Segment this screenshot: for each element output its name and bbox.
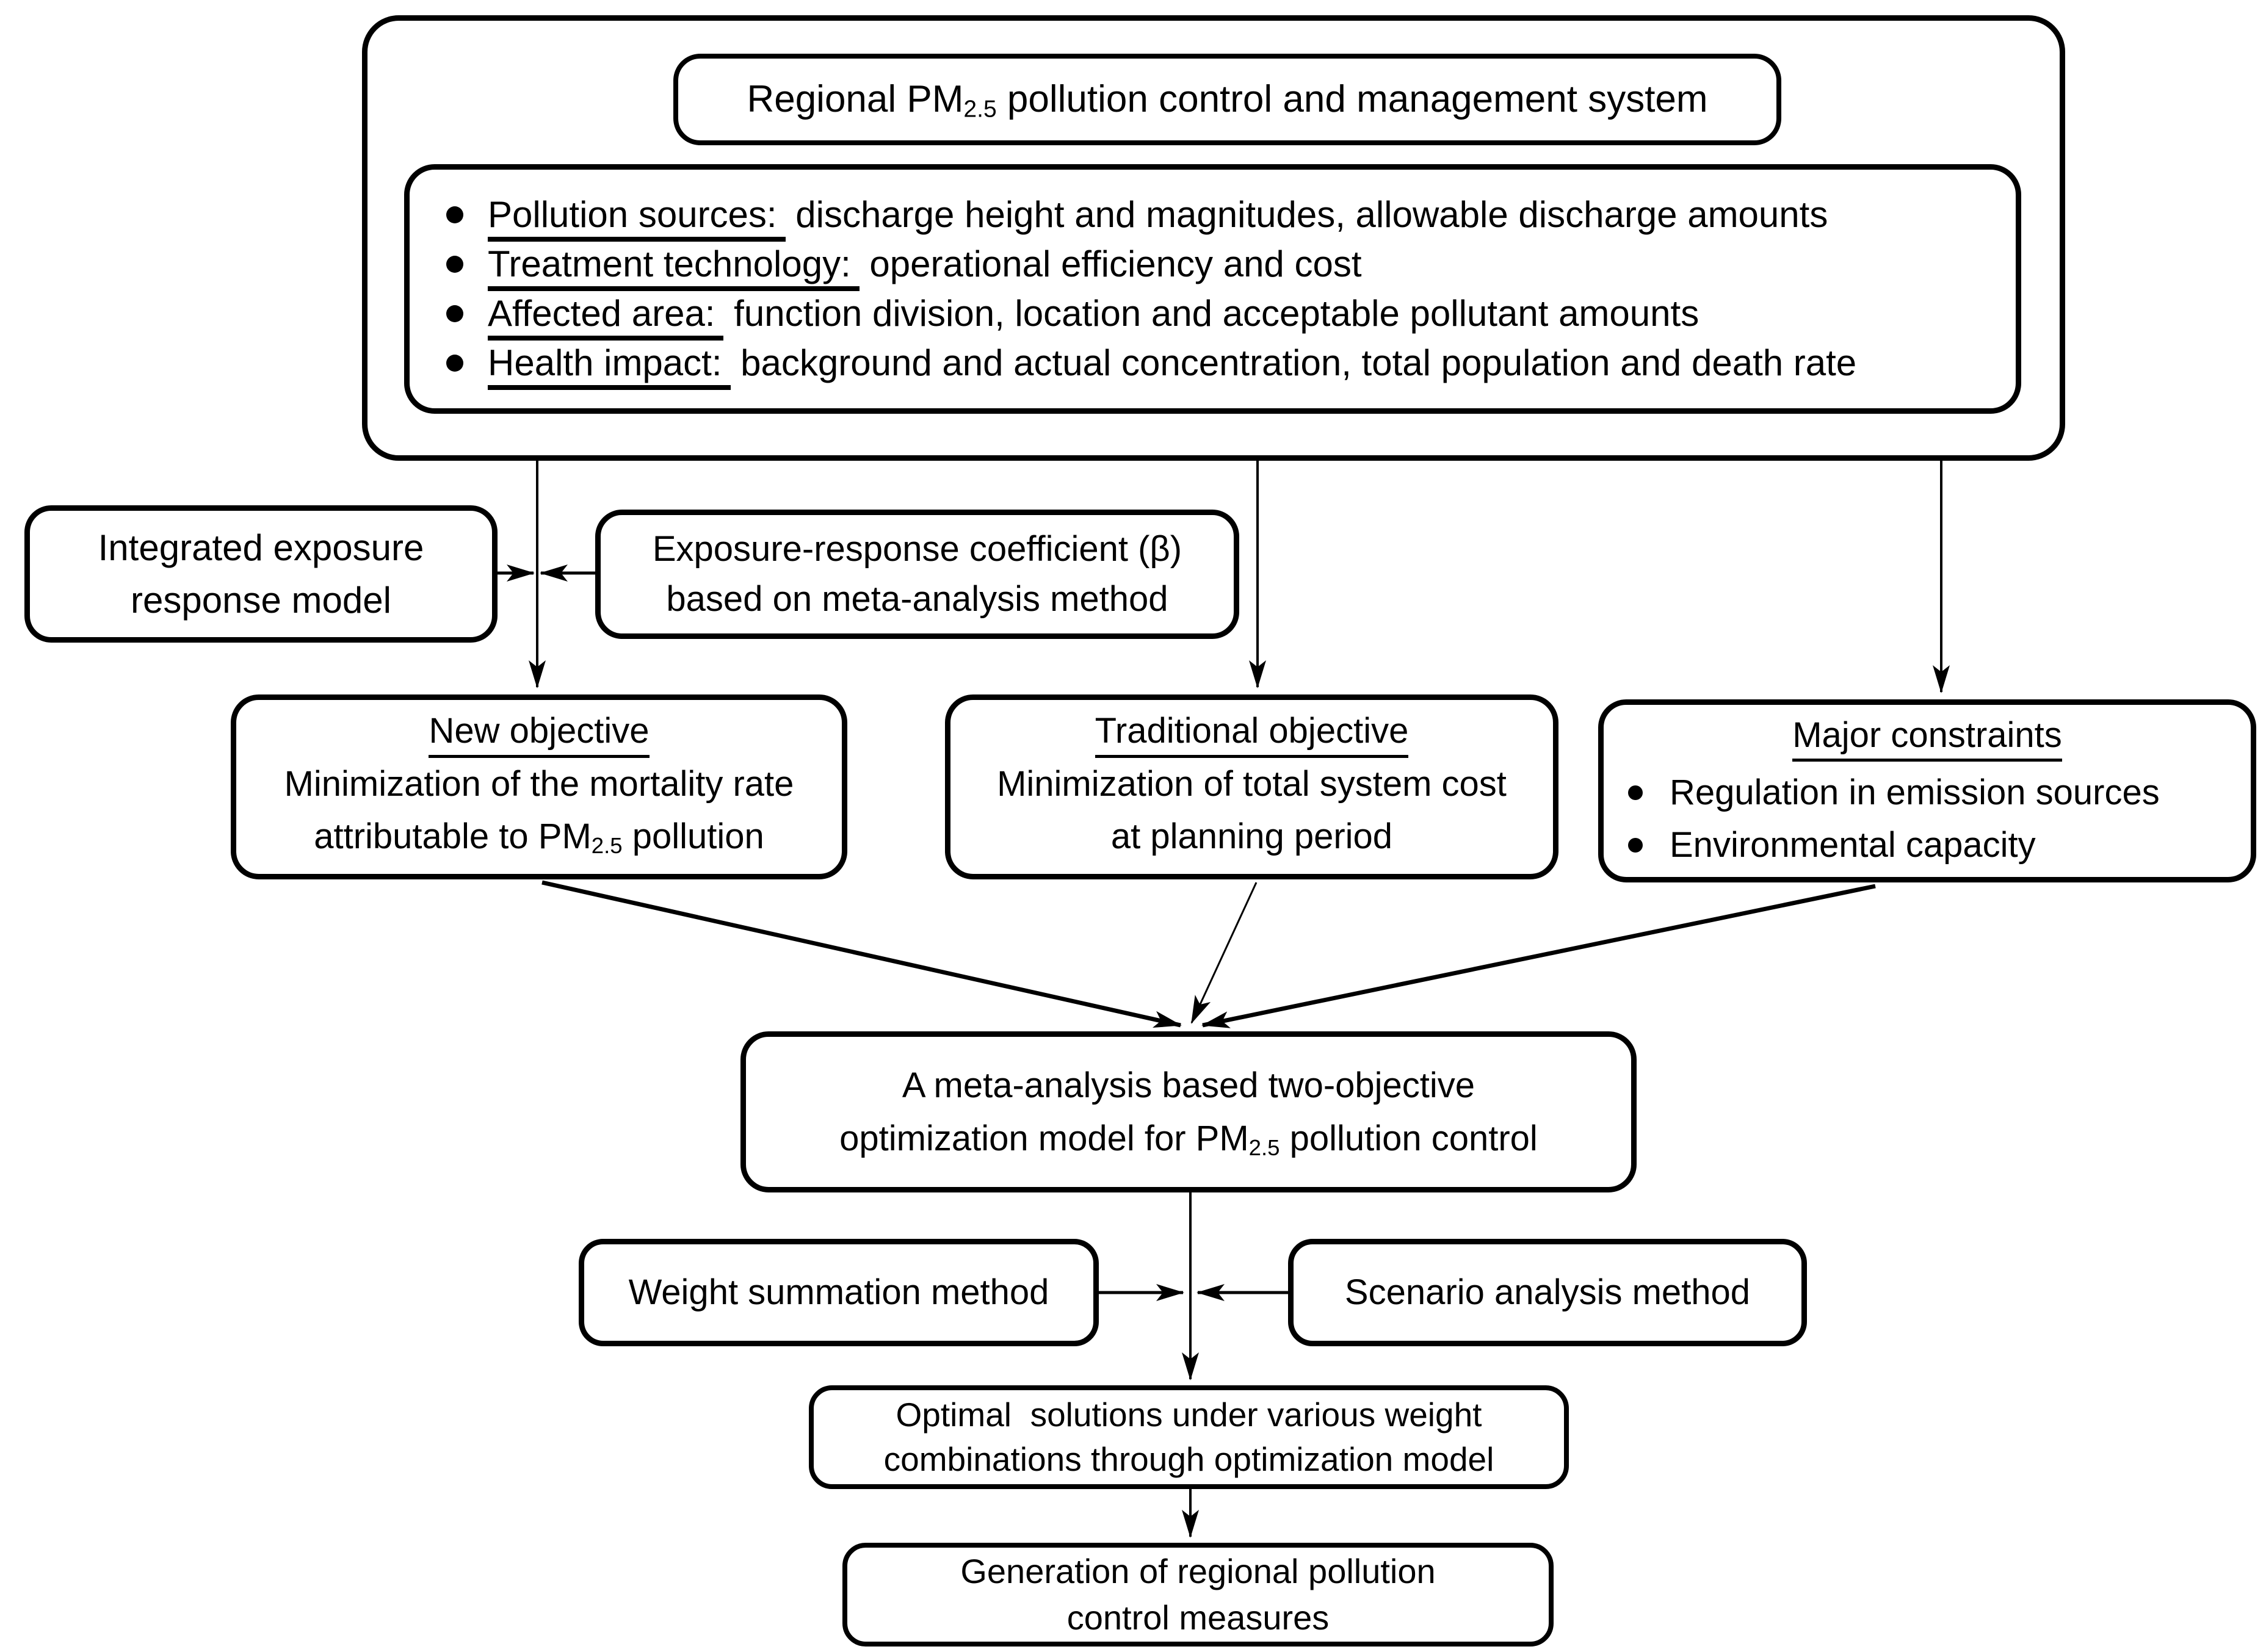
bullet-icon (446, 305, 463, 322)
system-title-pre: Regional PM (747, 78, 964, 120)
integrated-exposure-model-box: Integrated exposure response model (24, 505, 498, 643)
arrow-traditional-objective-to-model (1190, 882, 1258, 1024)
pm25-subscript: 2.5 (591, 832, 623, 858)
pm25-subscript: 2.5 (963, 96, 997, 123)
constraint-item-environmental-capacity: Environmental capacity (1616, 819, 2239, 871)
list-item-rest: operational efficiency and cost (859, 243, 1362, 284)
list-item-health-impact: Health impact: background and actual con… (439, 336, 1991, 390)
exposure-response-coefficient-box: Exposure-response coefficient (β) based … (595, 510, 1239, 639)
arrow-new-objective-to-model (541, 880, 1182, 1028)
list-item-rest: function division, location and acceptab… (723, 293, 1700, 334)
constraint-item-text: Regulation in emission sources (1670, 773, 2160, 813)
coefficient-line1: Exposure-response coefficient (β) (652, 528, 1182, 569)
traditional-objective-line2: at planning period (1110, 816, 1393, 856)
list-item-text: Health impact: background and actual con… (488, 336, 1856, 390)
constraint-item-regulation: Regulation in emission sources (1616, 766, 2239, 819)
optimal-solutions-box: Optimal solutions under various weight c… (809, 1385, 1569, 1489)
generation-line1: Generation of regional pollution (960, 1551, 1436, 1590)
weight-method-label: Weight summation method (628, 1272, 1049, 1312)
model-line2: optimization model for PM2.5 pollution c… (839, 1112, 1538, 1165)
bullet-icon (446, 355, 463, 372)
integrated-line2: response model (131, 579, 391, 621)
new-objective-line2: attributable to PM2.5 pollution (314, 810, 764, 863)
list-item-text: Pollution sources: discharge height and … (488, 188, 1828, 242)
model-line2-post: pollution control (1280, 1119, 1538, 1158)
scenario-analysis-method-box: Scenario analysis method (1288, 1239, 1807, 1346)
integrated-line1: Integrated exposure (98, 527, 424, 569)
traditional-objective-line1: Minimization of total system cost (997, 764, 1507, 804)
generation-measures-box: Generation of regional pollution control… (842, 1543, 1554, 1647)
optimal-line2: combinations through optimization model (883, 1440, 1494, 1478)
bullet-icon (1628, 838, 1643, 853)
bullet-icon (1628, 785, 1643, 800)
model-line2-pre: optimization model for PM (839, 1119, 1249, 1158)
system-title: Regional PM2.5 pollution control and man… (747, 72, 1707, 127)
pm25-subscript: 2.5 (1248, 1135, 1280, 1161)
system-title-box: Regional PM2.5 pollution control and man… (673, 54, 1781, 145)
list-item-text: Treatment technology: operational effici… (488, 237, 1362, 291)
bullet-icon (446, 206, 463, 223)
new-objective-box: New objective Minimization of the mortal… (231, 694, 847, 879)
new-objective-line2-pre: attributable to PM (314, 816, 592, 856)
scenario-method-label: Scenario analysis method (1344, 1272, 1751, 1312)
list-item-affected-area: Affected area: function division, locati… (439, 287, 1991, 341)
new-objective-line1: Minimization of the mortality rate (284, 764, 794, 804)
system-container-box: Regional PM2.5 pollution control and man… (362, 15, 2065, 461)
optimization-model-box: A meta-analysis based two-objective opti… (740, 1031, 1637, 1192)
major-constraints-heading: Major constraints (1792, 715, 2062, 762)
list-item-rest: discharge height and magnitudes, allowab… (785, 194, 1828, 235)
list-item-lead: Affected area: (488, 294, 724, 341)
traditional-objective-heading: Traditional objective (1095, 711, 1409, 759)
list-item-text: Affected area: function division, locati… (488, 287, 1699, 341)
arrow-major-constraints-to-model (1201, 884, 1876, 1028)
system-attributes-box: Pollution sources: discharge height and … (404, 164, 2021, 414)
coefficient-line2: based on meta-analysis method (666, 579, 1168, 619)
model-line1: A meta-analysis based two-objective (902, 1066, 1475, 1105)
traditional-objective-box: Traditional objective Minimization of to… (945, 694, 1558, 879)
list-item-treatment-technology: Treatment technology: operational effici… (439, 237, 1991, 291)
list-item-lead: Pollution sources: (488, 195, 786, 242)
list-item-lead: Treatment technology: (488, 244, 860, 291)
new-objective-line2-post: pollution (622, 816, 764, 856)
list-item-pollution-sources: Pollution sources: discharge height and … (439, 188, 1991, 242)
list-item-lead: Health impact: (488, 343, 731, 390)
bullet-icon (446, 256, 463, 273)
generation-line2: control measures (1066, 1598, 1330, 1637)
major-constraints-heading-row: Major constraints (1616, 710, 2239, 766)
list-item-rest: background and actual concentration, tot… (730, 342, 1857, 383)
constraint-item-text: Environmental capacity (1670, 825, 2036, 865)
weight-summation-method-box: Weight summation method (579, 1239, 1099, 1346)
system-title-post: pollution control and management system (996, 78, 1708, 120)
major-constraints-box: Major constraints Regulation in emission… (1598, 699, 2256, 882)
optimal-line1: Optimal solutions under various weight (896, 1396, 1482, 1434)
new-objective-heading: New objective (429, 711, 650, 759)
